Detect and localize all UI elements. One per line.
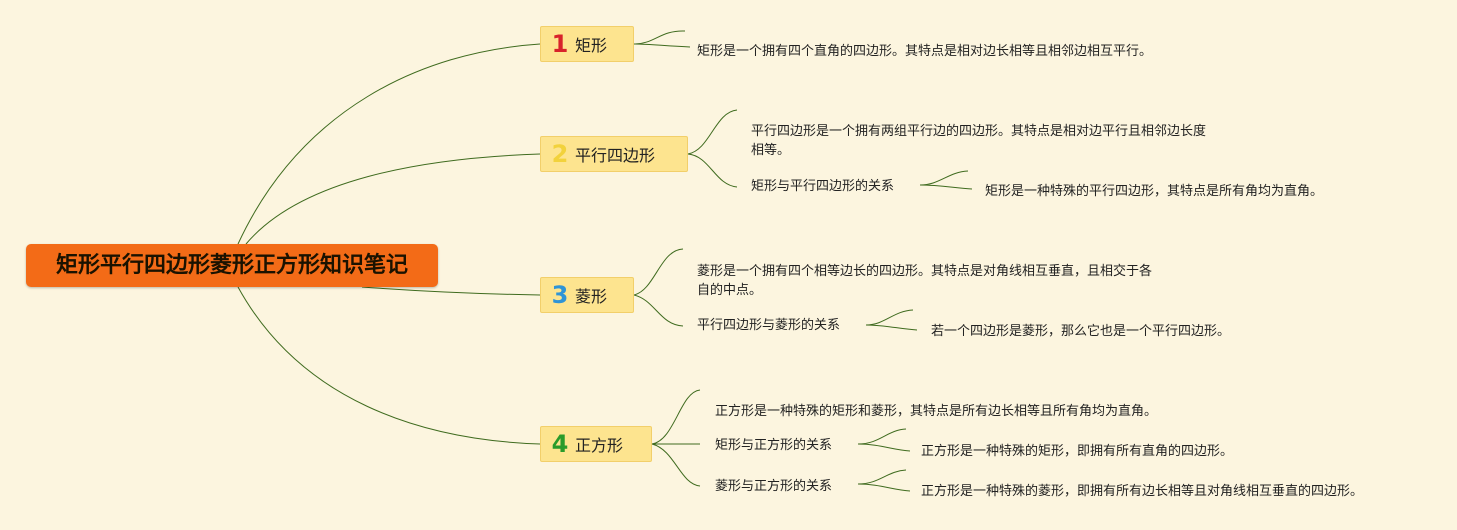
- leaf-rhombus-square-relation[interactable]: 菱形与正方形的关系: [715, 479, 833, 494]
- root-node[interactable]: 矩形平行四边形菱形正方形知识笔记: [26, 244, 438, 287]
- leaf-rectangle-parallelogram-relation[interactable]: 矩形与平行四边形的关系: [751, 179, 895, 194]
- connector-b4-leaf3-child: [857, 469, 907, 485]
- connector-b1-leaf1b: [633, 43, 691, 48]
- connector-b3-leaf2-child: [865, 309, 914, 326]
- branch-node-parallelogram[interactable]: 2 平行四边形: [540, 136, 688, 172]
- number-badge-icon: 3: [551, 281, 569, 309]
- number-badge-icon: 4: [551, 430, 569, 458]
- leaf-line-1: 菱形是一个拥有四个相等边长的四边形。其特点是对角线相互垂直，且相交于各: [697, 264, 1153, 279]
- connector-b4-leaf2-child-b: [857, 443, 911, 452]
- branch-label: 平行四边形: [575, 146, 656, 165]
- branch-label: 矩形: [575, 36, 608, 55]
- leaf-line-2: 相等。: [751, 143, 791, 158]
- connector-root-branch-4: [237, 286, 541, 445]
- connector-b4-leaf3-child-b: [857, 483, 911, 492]
- connector-root-branch-3: [361, 286, 541, 296]
- branch-label: 正方形: [575, 436, 624, 455]
- leaf-rhombus-square-detail[interactable]: 正方形是一种特殊的菱形，即拥有所有边长相等且对角线相互垂直的四边形。: [921, 484, 1364, 499]
- number-badge-icon: 1: [551, 30, 569, 58]
- connector-b2-leaf2: [687, 153, 738, 188]
- leaf-parallelogram-definition[interactable]: 平行四边形是一个拥有两组平行边的四边形。其特点是相对边平行且相邻边长度 相等。: [751, 122, 1206, 160]
- leaf-square-definition[interactable]: 正方形是一种特殊的矩形和菱形，其特点是所有边长相等且所有角均为直角。: [715, 404, 1158, 419]
- connector-b2-leaf1: [687, 109, 738, 155]
- branch-node-rhombus[interactable]: 3 菱形: [540, 277, 634, 313]
- number-badge-icon: 2: [551, 140, 569, 168]
- branch-node-square[interactable]: 4 正方形: [540, 426, 652, 462]
- leaf-parallelogram-rhombus-detail[interactable]: 若一个四边形是菱形，那么它也是一个平行四边形。: [931, 324, 1231, 339]
- leaf-rhombus-definition[interactable]: 菱形是一个拥有四个相等边长的四边形。其特点是对角线相互垂直，且相交于各 自的中点…: [697, 262, 1152, 300]
- connector-b3-leaf2: [633, 294, 684, 327]
- branch-label: 菱形: [575, 287, 608, 306]
- connector-b2-leaf2-child-b: [919, 184, 973, 190]
- connector-b4-leaf2-child: [857, 428, 907, 445]
- connector-root-branch-1: [237, 43, 541, 245]
- connector-root-branch-2: [245, 153, 541, 245]
- connector-b3-leaf2-child-b: [865, 324, 918, 331]
- leaf-line-1: 平行四边形是一个拥有两组平行边的四边形。其特点是相对边平行且相邻边长度: [751, 124, 1207, 139]
- leaf-rectangle-parallelogram-detail[interactable]: 矩形是一种特殊的平行四边形，其特点是所有角均为直角。: [985, 184, 1324, 199]
- branch-node-rectangle[interactable]: 1 矩形: [540, 26, 634, 62]
- leaf-rectangle-square-relation[interactable]: 矩形与正方形的关系: [715, 438, 833, 453]
- connector-b1-leaf1: [633, 30, 686, 45]
- connector-b4-leaf3: [651, 443, 701, 487]
- connector-b4-leaf1: [651, 389, 701, 445]
- leaf-line-2: 自的中点。: [697, 283, 763, 298]
- leaf-rectangle-definition[interactable]: 矩形是一个拥有四个直角的四边形。其特点是相对边长相等且相邻边相互平行。: [697, 44, 1153, 59]
- connector-b3-leaf1: [633, 248, 684, 296]
- leaf-rectangle-square-detail[interactable]: 正方形是一种特殊的矩形，即拥有所有直角的四边形。: [921, 444, 1234, 459]
- leaf-parallelogram-rhombus-relation[interactable]: 平行四边形与菱形的关系: [697, 318, 841, 333]
- connector-b2-leaf2-child: [919, 170, 969, 186]
